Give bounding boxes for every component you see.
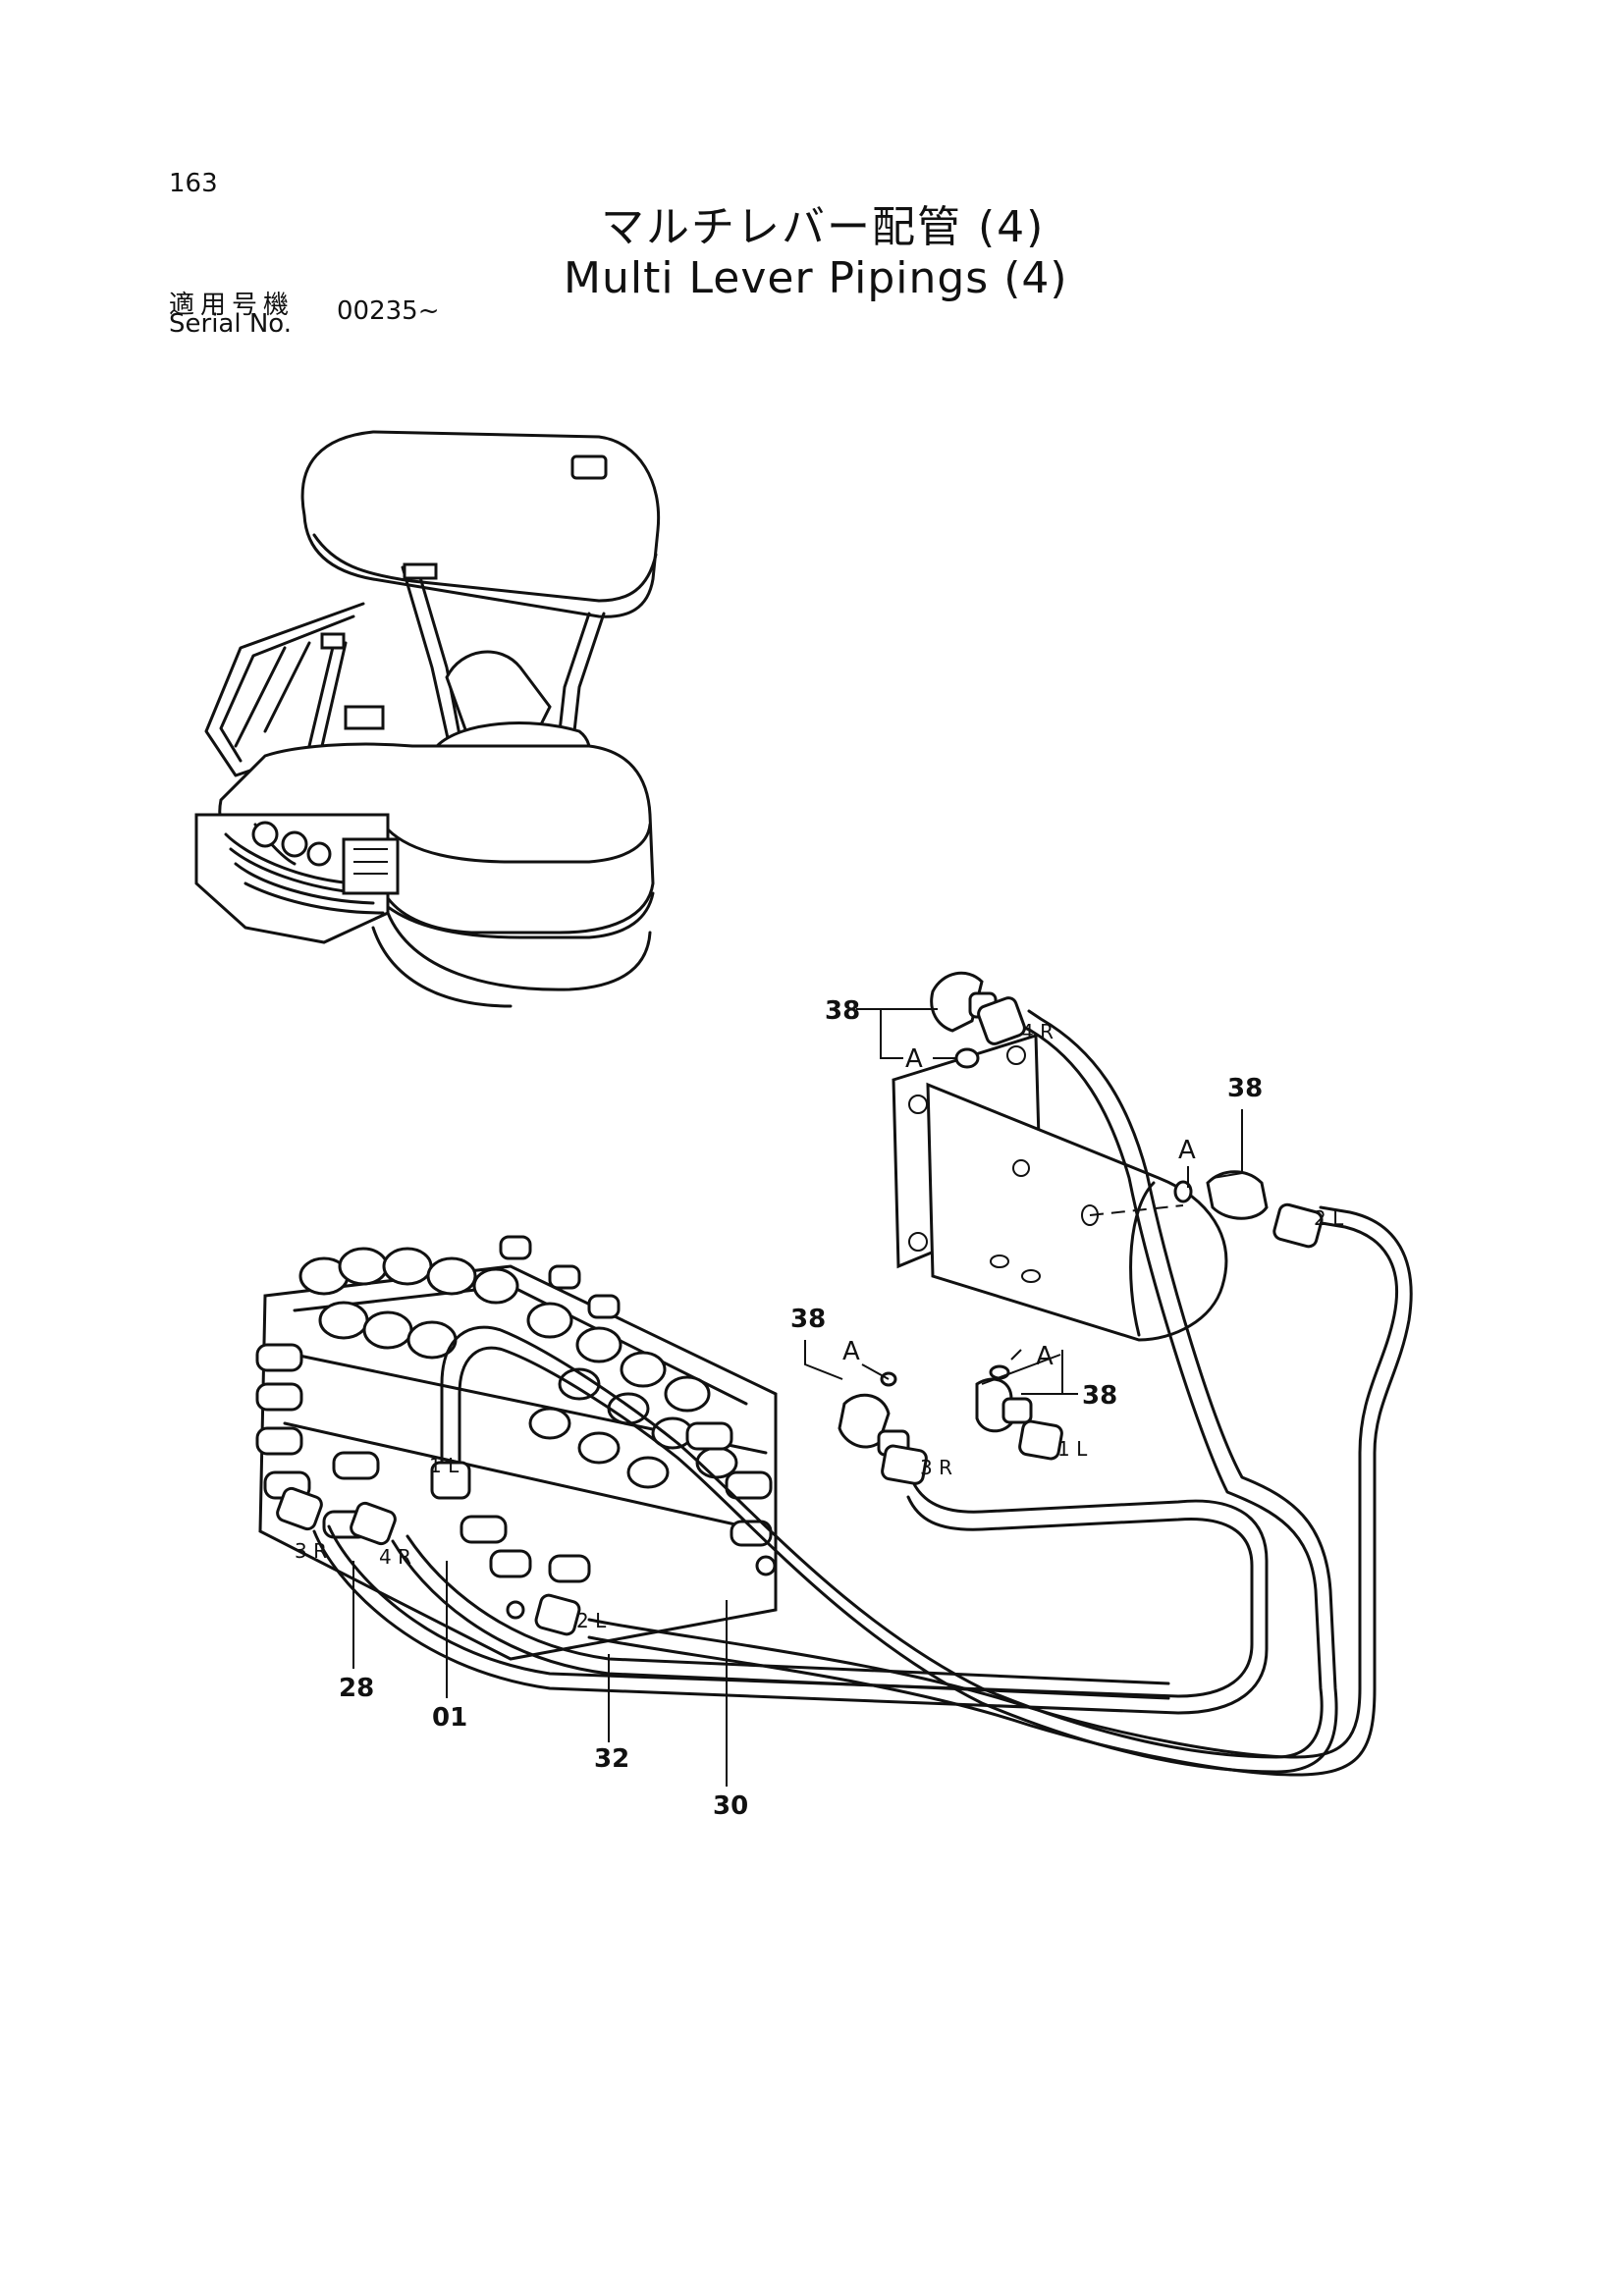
callout-30: 30: [713, 1791, 748, 1821]
detail-mark-a-left: A: [842, 1337, 860, 1366]
callout-38-right: 38: [1227, 1074, 1263, 1103]
callout-38-left: 38: [790, 1305, 826, 1334]
port-label-1l-valve: 1 L: [429, 1454, 460, 1477]
detail-mark-a-right: A: [1178, 1136, 1196, 1165]
port-label-2l-valve: 2 L: [576, 1609, 607, 1632]
callout-leaders: [352, 1008, 1243, 1787]
control-valve-illustration: [255, 1235, 778, 1661]
callout-38-lower: 38: [1082, 1381, 1117, 1411]
port-label-4r-valve: 4 R: [379, 1545, 411, 1569]
callout-28: 28: [339, 1674, 374, 1703]
detail-mark-a-lower: A: [1036, 1342, 1054, 1371]
port-label-2l-top: 2 L: [1314, 1206, 1344, 1230]
page-title-en: Multi Lever Pipings (4): [564, 253, 1068, 303]
page-title-jp: マルチレバー配管 (4): [601, 202, 1046, 252]
callout-32: 32: [594, 1744, 629, 1774]
serial-value: 00235~: [337, 296, 440, 326]
port-label-3r-valve: 3 R: [295, 1539, 327, 1563]
port-label-4r-top: 4 R: [1021, 1020, 1054, 1043]
excavator-cab-illustration: [194, 430, 661, 1008]
port-label-1l-right: 1 L: [1057, 1437, 1088, 1461]
detail-mark-a-top: A: [905, 1044, 923, 1074]
pipe-fittings: [276, 971, 1324, 1636]
serial-label-jp: 適用号機: [169, 291, 296, 320]
hose-pipes: [312, 1009, 1413, 1777]
page-number: 163: [169, 169, 218, 198]
callout-01: 01: [432, 1703, 467, 1733]
callout-38-top: 38: [825, 996, 860, 1026]
serial-label-en: Serial No.: [169, 309, 292, 339]
port-label-3r-right: 3 R: [920, 1456, 952, 1479]
